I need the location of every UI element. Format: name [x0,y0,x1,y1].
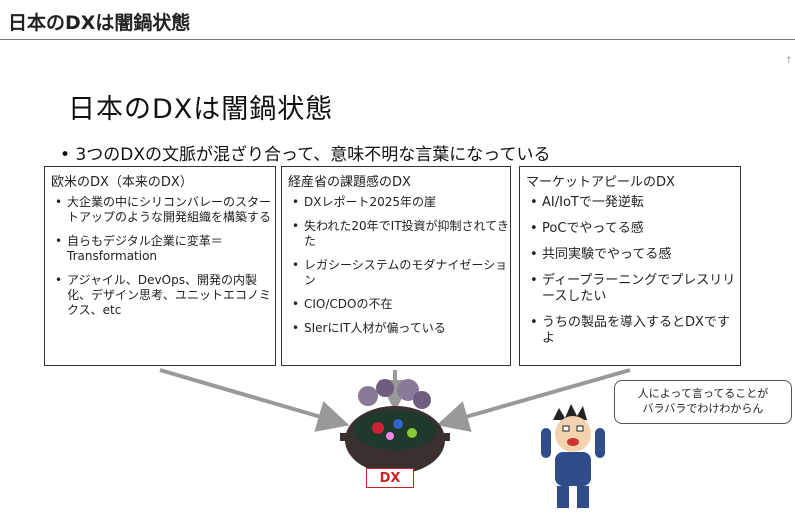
list-item: AI/IoTで一発逆転 [530,195,740,211]
list-item: 自らもデジタル企業に変革＝Transformation [55,234,275,264]
subtitle-text: 3つのDXの文脈が混ざり合って、意味不明な言葉になっている [75,145,551,165]
list-item: うちの製品を導入するとDXですよ [530,315,740,347]
list-item: PoCでやってる感 [530,221,740,237]
list-item: レガシーシステムのモダナイゼーション [292,258,510,288]
arrow-right [436,368,631,432]
list-item: ディープラーニングでプレスリリースしたい [530,273,740,305]
box-heading: マーケットアピールのDX [526,175,675,190]
list-item: 失われた20年でIT投資が抑制されてきた [292,219,510,249]
box-heading: 経産省の課題感のDX [288,175,411,190]
speech-bubble: 人によって言ってることが バラバラでわけわからん [614,380,792,424]
corner-mark: ↑ [785,56,793,66]
box-western-dx: 欧米のDX（本来のDX） 大企業の中にシリコンバレーのスタートアップのような開発… [44,166,276,366]
slide-image: ↑ 日本のDXは闇鍋状態 • 3つのDXの文脈が混ざり合って、意味不明な言葉にな… [0,40,795,519]
page-title: 日本のDXは闇鍋状態 [8,12,191,34]
slide-subtitle: • 3つのDXの文脈が混ざり合って、意味不明な言葉になっている [60,145,551,165]
confused-person-illustration [541,404,605,508]
box-marketing-dx: マーケットアピールのDX AI/IoTで一発逆転 PoCでやってる感 共同実験で… [519,166,741,366]
list-item: SIerにIT人材が偏っている [292,321,510,336]
slide-title: 日本のDXは闇鍋状態 [68,94,334,125]
title-divider [0,39,795,40]
list-item: 共同実験でやってる感 [530,247,740,263]
bubble-line: 人によって言ってることが [637,387,769,400]
list-item: アジャイル、DevOps、開発の内製化、デザイン思考、ユニットエコノミクス、et… [55,273,275,318]
arrow-left [159,368,350,432]
arrows-layer [159,368,631,432]
bubble-line: バラバラでわけわからん [642,402,764,415]
dark-pot-illustration [340,379,450,474]
list-item: DXレポート2025年の崖 [292,195,510,210]
list-item: CIO/CDOの不在 [292,297,510,312]
box-heading: 欧米のDX（本来のDX） [51,175,193,190]
list-item: 大企業の中にシリコンバレーのスタートアップのような開発組織を構築する [55,195,275,225]
pot-label: DX [366,468,414,488]
box-meti-dx: 経産省の課題感のDX DXレポート2025年の崖 失われた20年でIT投資が抑制… [281,166,511,366]
